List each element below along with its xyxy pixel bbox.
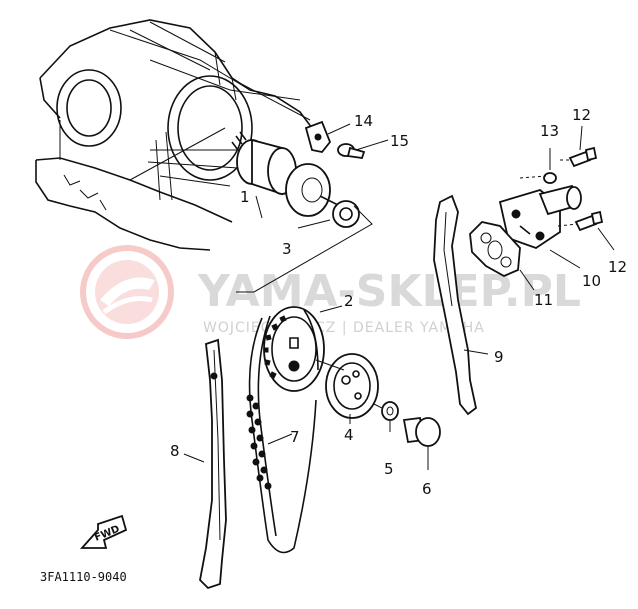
camshaft-washer [332, 200, 360, 228]
forward-direction-arrow: FWD [79, 514, 128, 549]
callout-14: 14 [354, 112, 373, 130]
sprocket-bolt [402, 417, 441, 447]
diagram-code: 3FA1110-9040 [40, 570, 127, 584]
watermark-subtitle: WOJCIECHOWICZ | DEALER YAMAHA [203, 320, 485, 336]
cylinder-head [35, 19, 313, 251]
callout-12-lower: 12 [608, 258, 627, 276]
watermark-title: YAMA-SKLEP.PL [197, 266, 581, 317]
callouts: 1 2 3 4 5 6 7 8 9 10 11 12 12 13 14 15 [170, 106, 627, 498]
sprocket-washer [381, 401, 399, 421]
callout-7: 7 [290, 428, 300, 446]
camshaft [231, 131, 345, 217]
callout-9: 9 [494, 348, 504, 366]
sprocket-plate [325, 353, 379, 419]
tensioner-washer [543, 172, 557, 184]
callout-11: 11 [534, 291, 553, 309]
dealer-logo [80, 245, 174, 339]
bracket-bolt [337, 143, 366, 159]
callout-5: 5 [384, 460, 394, 478]
callout-8: 8 [170, 442, 180, 460]
callout-4: 4 [344, 426, 354, 444]
chain-guide-exhaust [433, 194, 478, 416]
tensioner-bolt-lower [574, 210, 604, 232]
callout-6: 6 [422, 480, 432, 498]
cam-bracket [304, 120, 332, 153]
cam-sprocket [263, 306, 325, 392]
callout-10: 10 [582, 272, 601, 290]
callout-13: 13 [540, 122, 559, 140]
chain-links [246, 394, 272, 490]
tensioner-gasket [469, 221, 521, 278]
callout-1: 1 [240, 188, 250, 206]
chain-guide-intake [199, 338, 227, 590]
tensioner-bolt-upper [568, 146, 598, 168]
callout-12-upper: 12 [572, 106, 591, 124]
chain-tensioner [498, 184, 582, 249]
timing-chain [246, 309, 319, 554]
callout-15: 15 [390, 132, 409, 150]
leader-lines [183, 79, 615, 470]
callout-2: 2 [344, 292, 354, 310]
callout-3: 3 [282, 240, 292, 258]
